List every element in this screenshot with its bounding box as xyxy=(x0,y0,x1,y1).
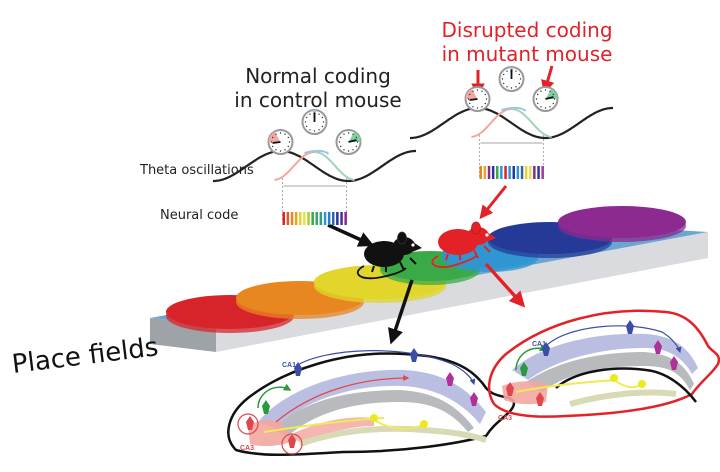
control-mouse xyxy=(356,231,422,280)
theta-phase-early xyxy=(274,151,315,181)
track-side xyxy=(216,232,708,352)
arrow-mutant-code-to-mutant-mouse xyxy=(479,185,508,220)
neural-code-spike xyxy=(344,212,347,225)
neural-code-spike xyxy=(319,212,323,225)
neural-code-spike xyxy=(294,212,298,225)
neural-code-spike xyxy=(340,212,343,225)
neural-code-spike xyxy=(533,166,536,179)
neural-code-spike xyxy=(311,212,314,225)
neural-code-spike xyxy=(290,212,294,225)
theta-oscillation-mutant xyxy=(410,66,613,179)
hippocampus-mutant: CA1 CA3 xyxy=(487,309,720,422)
theta-phase-early xyxy=(471,108,512,138)
disrupted-coding-title-line1: Disrupted coding xyxy=(441,18,613,42)
neural-code-spike xyxy=(516,166,520,179)
ca1-label-control: CA1 xyxy=(282,362,296,369)
neural-code-spike xyxy=(496,166,499,179)
neural-code-spike xyxy=(541,166,544,179)
neural-code-spike xyxy=(323,212,327,225)
normal-coding-title-line2: in control mouse xyxy=(234,88,402,112)
clock-icon xyxy=(267,129,294,155)
neural-code-spike xyxy=(520,166,524,179)
neural-code-label: Neural code xyxy=(160,208,239,223)
neural-code-spike xyxy=(529,166,532,179)
neural-code-spike xyxy=(299,212,302,225)
place-field-disc xyxy=(558,206,686,242)
neural-code-spike xyxy=(332,212,335,225)
disrupted-coding-title-line2: in mutant mouse xyxy=(441,42,613,66)
hippocampus-outline xyxy=(227,352,516,457)
neural-code-spike xyxy=(512,166,515,179)
neural-code-spike xyxy=(307,212,310,225)
ca3-label-control: CA3 xyxy=(240,445,254,452)
hippocampus-control: CA1 CA3 xyxy=(227,348,516,457)
disrupted-coding-title: Disrupted coding in mutant mouse xyxy=(432,18,622,66)
neural-code-spike xyxy=(479,166,482,179)
neural-code-spike xyxy=(500,166,503,179)
neural-code-spike xyxy=(303,212,306,225)
neural-code-spike xyxy=(487,166,491,179)
ca3-label-mutant: CA3 xyxy=(498,415,512,422)
neural-code-spike xyxy=(504,166,507,179)
normal-coding-title-line1: Normal coding xyxy=(245,64,391,88)
place-fields xyxy=(166,206,686,333)
normal-coding-title: Normal coding in control mouse xyxy=(228,64,408,112)
theta-oscillations-label: Theta oscillations xyxy=(140,163,254,178)
neural-code-spike xyxy=(524,166,528,179)
arrow-red-to-right-clock xyxy=(541,65,555,94)
mutant-mouse xyxy=(431,221,496,268)
theta-oscillation-control xyxy=(213,109,416,222)
neural-code-spike xyxy=(336,212,339,225)
theta-phase-late xyxy=(511,108,552,138)
theta-phase-late xyxy=(314,151,355,181)
neural-code-spike xyxy=(327,212,331,225)
clock-icon xyxy=(532,86,559,112)
neural-code-spike xyxy=(537,166,540,179)
neural-code-spike xyxy=(282,212,285,225)
clock-icon xyxy=(464,86,491,112)
arrow-control-mouse-to-hippocampus xyxy=(388,279,414,345)
theta-wave xyxy=(410,106,613,140)
clock-icon xyxy=(335,129,362,155)
theta-phase-mid xyxy=(501,106,527,112)
arrow-neural-code-to-control-mouse xyxy=(327,223,375,247)
clock-icon xyxy=(301,109,328,135)
neural-code-control xyxy=(282,212,347,225)
neural-code-spike xyxy=(483,166,487,179)
arrow-mutant-mouse-to-hippocampus xyxy=(484,262,526,308)
hippocampus-outline xyxy=(487,309,720,418)
neural-code-spike xyxy=(491,166,495,179)
theta-phase-mid xyxy=(304,149,330,155)
neural-code-spike xyxy=(508,166,511,179)
theta-wave xyxy=(213,149,416,183)
neural-code-spike xyxy=(286,212,290,225)
clock-icon xyxy=(498,66,525,92)
neural-code-spike xyxy=(315,212,318,225)
neural-code-mutant xyxy=(479,166,544,179)
ca1-label-mutant: CA1 xyxy=(532,341,546,348)
